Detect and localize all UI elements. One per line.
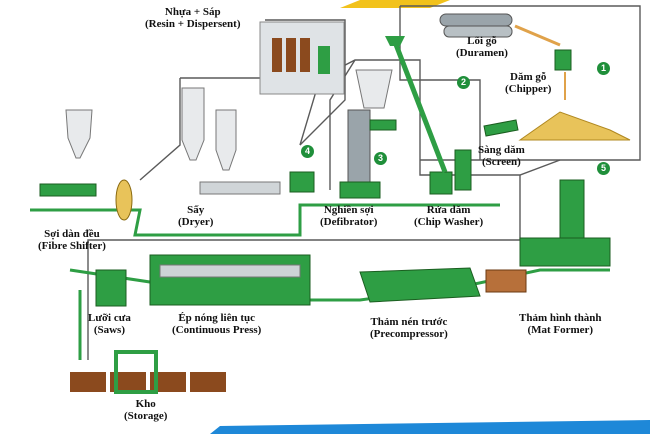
label-storage: Kho (Storage) xyxy=(124,398,167,422)
label-dryer: Sấy (Dryer) xyxy=(178,204,213,228)
label-continuous-press-vn: Ép nóng liên tục xyxy=(178,312,256,324)
label-saws-vn: Lưỡi cưa xyxy=(88,312,131,324)
label-resin-en: (Resin + Dispersent) xyxy=(145,18,241,30)
label-defibrator-vn: Nghiền sợi xyxy=(323,204,374,216)
duramen-logs xyxy=(439,13,561,47)
bottom-blue-stripe xyxy=(210,420,650,434)
label-saws-en: (Saws) xyxy=(93,324,125,336)
label-duramen-vn: Lõi gỗ xyxy=(467,35,497,47)
top-yellow-stripe xyxy=(340,0,450,8)
step-badge-1: 1 xyxy=(597,62,610,75)
label-precompressor: Thảm nén trước (Precompressor) xyxy=(370,316,448,340)
label-mat-former-vn: Thảm hình thành xyxy=(519,312,602,324)
label-resin: Nhựa + Sáp (Resin + Dispersent) xyxy=(145,6,240,30)
label-storage-vn: Kho xyxy=(135,398,156,410)
label-mat-former-en: (Mat Former) xyxy=(527,324,594,336)
chipper-machine xyxy=(554,49,572,100)
label-storage-en: (Storage) xyxy=(124,410,168,422)
label-duramen: Lõi gỗ (Duramen) xyxy=(456,35,508,59)
label-fibre-shifter-en: (Fibre Shifter) xyxy=(38,240,106,252)
label-screen: Sàng dăm (Screen) xyxy=(478,144,525,168)
label-dryer-en: (Dryer) xyxy=(178,216,214,228)
label-defibrator: Nghiền sợi (Defibrator) xyxy=(320,204,377,228)
label-fibre-shifter-vn: Sợi dàn đều xyxy=(44,228,100,240)
precompressor xyxy=(359,267,527,303)
step-badge-2: 2 xyxy=(457,76,470,89)
label-chip-washer-en: (Chip Washer) xyxy=(414,216,484,228)
step-badge-4: 4 xyxy=(301,145,314,158)
fibre-shifter xyxy=(39,109,133,221)
label-chip-washer: Rửa dăm (Chip Washer) xyxy=(414,204,483,228)
label-saws: Lưỡi cưa (Saws) xyxy=(88,312,131,336)
storage xyxy=(70,350,226,394)
dryer-cyclones xyxy=(181,87,315,195)
screen-machine xyxy=(483,119,519,137)
label-screen-en: (Screen) xyxy=(481,156,521,168)
label-continuous-press-en: (Continuous Press) xyxy=(172,324,262,336)
step-badge-3: 3 xyxy=(374,152,387,165)
mat-former xyxy=(519,179,611,267)
label-precompressor-en: (Precompressor) xyxy=(370,328,448,340)
label-mat-former: Thảm hình thành (Mat Former) xyxy=(519,312,602,336)
label-resin-vn: Nhựa + Sáp xyxy=(164,6,221,18)
label-chip-washer-vn: Rửa dăm xyxy=(426,204,471,216)
label-chipper-en: (Chipper) xyxy=(505,83,552,95)
label-precompressor-vn: Thảm nén trước xyxy=(370,316,448,328)
step-badge-5: 5 xyxy=(597,162,610,175)
label-dryer-vn: Sấy xyxy=(187,204,205,216)
chip-pile xyxy=(518,111,631,141)
chip-washer xyxy=(385,36,472,195)
label-duramen-en: (Duramen) xyxy=(456,47,508,59)
resin-plant xyxy=(259,21,345,95)
continuous-press xyxy=(149,254,311,306)
saws xyxy=(95,269,127,307)
label-screen-vn: Sàng dăm xyxy=(478,144,525,156)
label-chipper-vn: Dăm gỗ xyxy=(510,71,547,83)
label-chipper: Dăm gỗ (Chipper) xyxy=(505,71,551,95)
label-continuous-press: Ép nóng liên tục (Continuous Press) xyxy=(172,312,261,336)
label-defibrator-en: (Defibrator) xyxy=(320,216,378,228)
label-fibre-shifter: Sợi dàn đều (Fibre Shifter) xyxy=(38,228,106,252)
defibrator xyxy=(339,69,397,199)
